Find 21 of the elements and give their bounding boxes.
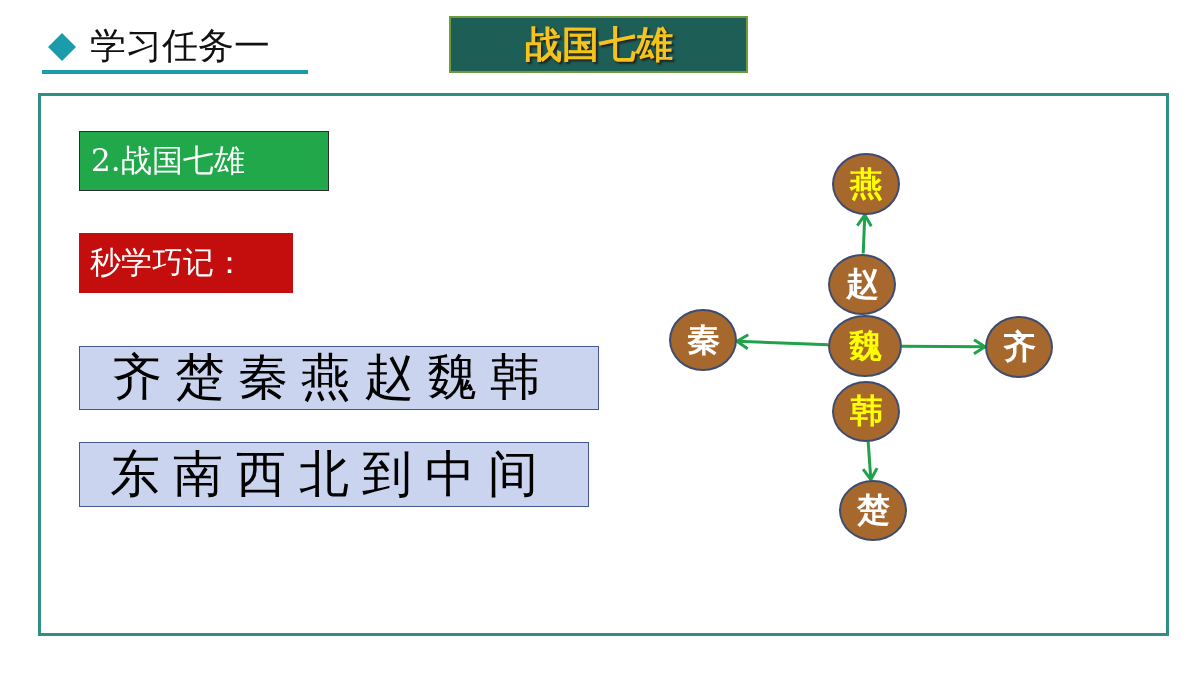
mnemonic-box [79, 346, 599, 410]
state-name: 齐 [1002, 328, 1036, 366]
state-name: 魏 [848, 327, 882, 365]
state-name: 燕 [849, 165, 883, 203]
state-name: 赵 [845, 265, 879, 303]
mnemonic-text: 东南西北到中间 [110, 445, 551, 504]
mnemonic-text: 齐楚秦燕赵魏韩 [112, 349, 553, 407]
tip-heading: 秒学巧记： [90, 245, 245, 281]
title-text: 战国七雄 [524, 23, 673, 66]
arrow [902, 338, 987, 356]
state-name: 楚 [856, 491, 890, 529]
mnemonic-box [79, 442, 589, 507]
state-name: 韩 [849, 392, 883, 430]
arrow [855, 213, 873, 254]
state-name: 秦 [686, 321, 720, 359]
topic-heading: 2.战国七雄 [91, 143, 245, 179]
arrow [861, 441, 879, 482]
arrow [735, 333, 829, 351]
tip-box [79, 233, 293, 293]
topic-box [79, 131, 329, 191]
section-heading: 学习任务一 [90, 25, 270, 67]
